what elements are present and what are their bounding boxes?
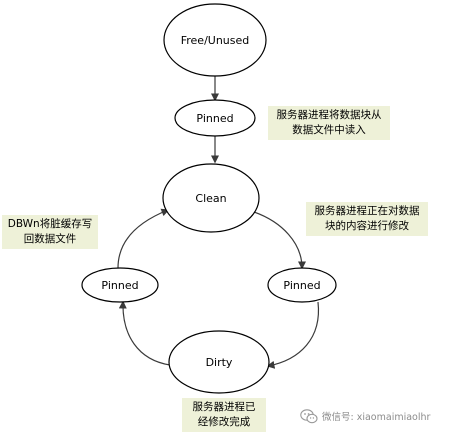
note-dbwn-write-line2: 回数据文件 <box>23 233 77 245</box>
state-dirty-label: Dirty <box>206 356 233 369</box>
state-dirty: Dirty <box>168 330 270 394</box>
note-modified: 服务器进程已 经修改完成 <box>182 398 266 432</box>
note-read-in-line1: 服务器进程将数据块从 <box>276 109 382 121</box>
note-modifying: 服务器进程正在对数据 块的内容进行修改 <box>306 202 428 236</box>
note-modified-line2: 经修改完成 <box>197 416 251 428</box>
note-dbwn-write-line1: DBWn将脏缓存写 <box>7 218 93 230</box>
edge-pinned-left-to-clean <box>117 208 170 269</box>
note-dbwn-write: DBWn将脏缓存写 回数据文件 <box>2 215 98 249</box>
state-pinned-left: Pinned <box>81 267 159 303</box>
edge-pinned-right-to-dirty <box>266 301 320 369</box>
state-free-unused: Free/Unused <box>163 3 267 77</box>
note-read-in-line2: 数据文件中读入 <box>292 124 366 136</box>
state-pinned-top: Pinned <box>174 99 256 137</box>
state-clean: Clean <box>162 163 260 233</box>
edge-clean-to-pinned-right <box>253 211 306 270</box>
note-modified-line1: 服务器进程已 <box>192 401 256 413</box>
edge-dirty-to-pinned-left <box>118 300 171 366</box>
note-read-in: 服务器进程将数据块从 数据文件中读入 <box>268 106 390 140</box>
state-pinned-right-label: Pinned <box>283 279 320 292</box>
state-pinned-right: Pinned <box>267 267 337 303</box>
state-free-unused-label: Free/Unused <box>181 34 250 47</box>
note-modifying-line2: 块的内容进行修改 <box>325 220 409 232</box>
note-modifying-line1: 服务器进程正在对数据 <box>314 205 420 217</box>
watermark-text: 微信号: xiaomaimiaolhr <box>322 412 431 423</box>
state-pinned-top-label: Pinned <box>196 112 233 125</box>
wechat-icon <box>300 408 318 423</box>
state-pinned-left-label: Pinned <box>101 279 138 292</box>
state-clean-label: Clean <box>195 192 226 205</box>
watermark: 微信号: xiaomaimiaolhr <box>300 406 448 426</box>
